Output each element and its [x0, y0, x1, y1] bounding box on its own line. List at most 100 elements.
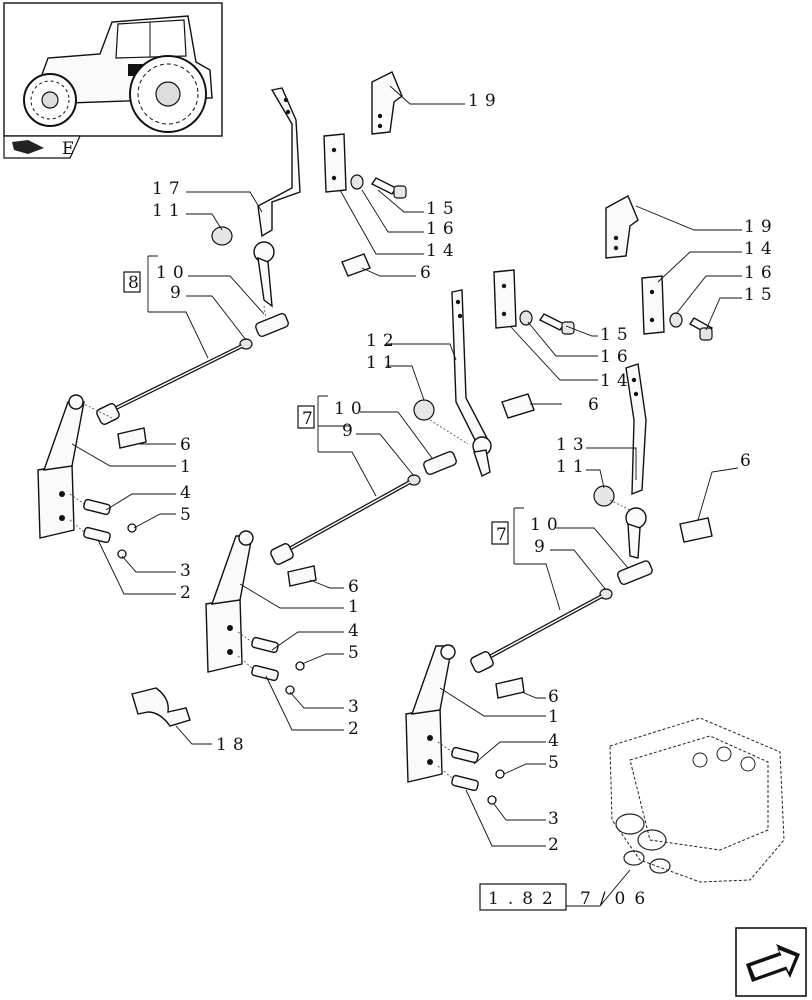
part-14-plate-a — [323, 133, 347, 193]
part-6-clip-b — [287, 565, 317, 587]
part-18-clamp — [131, 687, 191, 727]
part-19-bracket-a — [371, 71, 403, 135]
part-10-rod-end-c — [617, 560, 653, 585]
part-16-washer-b — [519, 310, 533, 326]
callout-9-a: 9 — [170, 283, 187, 303]
callout-3-c: 3 — [548, 809, 565, 829]
part-1-lever-c — [405, 707, 443, 783]
part-11-bushing-a — [211, 226, 233, 246]
callout-6-d: 6 — [588, 395, 605, 415]
callout-4-c: 4 — [548, 731, 565, 751]
callout-11-c: 11 — [556, 457, 590, 477]
next-page-button[interactable] — [735, 927, 807, 997]
part-1-lever-a — [37, 463, 75, 539]
reference-code[interactable]: 1.82 7/06 — [479, 883, 654, 911]
callout-16-c: 16 — [744, 263, 778, 283]
callout-5-c: 5 — [548, 753, 565, 773]
part-2-pin-a — [83, 526, 111, 544]
part-3-clip-b — [285, 685, 295, 695]
linkage-group-a — [37, 87, 301, 559]
part-19-bracket-b — [605, 195, 639, 259]
callout-11-b: 11 — [366, 353, 400, 373]
part-6-clip-d — [341, 253, 371, 277]
part-9-nut-c — [599, 588, 613, 600]
callout-3-a: 3 — [180, 561, 197, 581]
part-10-rod-end-b — [423, 451, 457, 475]
callout-11-a: 11 — [152, 201, 186, 221]
callout-13: 13 — [556, 435, 590, 455]
part-6-clip-f — [501, 393, 535, 419]
part-2-pin-c — [451, 774, 479, 792]
part-15-bolt-a — [393, 185, 407, 199]
callout-9-b: 9 — [342, 421, 359, 441]
book-icon — [12, 140, 44, 154]
callout-6-f: 6 — [548, 687, 565, 707]
callout-17: 17 — [152, 179, 186, 199]
part-10-rod-end-a — [255, 313, 289, 337]
nav-letter: E — [62, 139, 80, 159]
part-5-clip-c — [495, 769, 505, 779]
callout-14-a: 14 — [426, 241, 460, 261]
part-4-pin-a — [83, 498, 111, 516]
valve-block-illustration — [609, 717, 785, 883]
callout-6-b: 6 — [180, 435, 197, 455]
part-11-bushing-c — [593, 485, 615, 507]
callout-7-a: 7 — [302, 409, 319, 429]
callout-6-a: 6 — [420, 263, 437, 283]
part-6-clip-a — [117, 427, 147, 449]
part-6-clip-e — [679, 517, 713, 543]
part-12-lever — [451, 289, 489, 447]
part-4-pin-c — [451, 746, 479, 764]
callout-9-c: 9 — [534, 537, 551, 557]
part-17-lever — [257, 87, 301, 238]
callout-labels: 19 17 11 15 16 14 6 8 10 9 6 1 4 5 3 2 1… — [128, 91, 778, 855]
part-9-nut-a — [239, 338, 253, 350]
part-14-plate-b — [493, 269, 517, 329]
part-5-clip-b — [295, 661, 305, 671]
reference-code-right: 7/06 — [580, 889, 654, 909]
callout-2-c: 2 — [548, 835, 565, 855]
bracket-parts — [131, 71, 714, 727]
part-2-pin-b — [251, 664, 279, 682]
part-4-pin-b — [251, 636, 279, 654]
callout-19-a: 19 — [468, 91, 502, 111]
part-17-hub — [253, 241, 275, 263]
callout-8: 8 — [128, 273, 145, 293]
tractor-icon — [23, 15, 213, 133]
part-16-washer-c — [669, 312, 683, 328]
callout-4-a: 4 — [180, 483, 197, 503]
callout-10-c: 10 — [530, 515, 564, 535]
callout-15-b: 15 — [600, 325, 634, 345]
callout-6-c: 6 — [348, 577, 365, 597]
part-6-clip-c — [495, 677, 525, 699]
callout-2-a: 2 — [180, 583, 197, 603]
callout-3-b: 3 — [348, 697, 365, 717]
callout-1-c: 1 — [548, 707, 565, 727]
callout-10-a: 10 — [156, 263, 190, 283]
leader-lines — [71, 85, 742, 907]
linkage-group-c — [405, 363, 713, 805]
callout-19-b: 19 — [744, 217, 778, 237]
callout-7-b: 7 — [496, 525, 513, 545]
callout-16-a: 16 — [426, 219, 460, 239]
callout-18: 18 — [216, 735, 250, 755]
part-13-lever — [625, 363, 647, 496]
part-15-bolt-b — [561, 321, 575, 335]
callout-12: 12 — [366, 331, 400, 351]
part-9-nut-b — [407, 474, 421, 486]
callout-14-c: 14 — [744, 239, 778, 259]
callout-6-e: 6 — [740, 451, 757, 471]
reference-code-left: 1.82 — [488, 889, 562, 909]
callout-4-b: 4 — [348, 621, 365, 641]
callout-16-b: 16 — [600, 347, 634, 367]
part-5-clip-a — [127, 523, 137, 533]
book-nav-tab[interactable]: E — [3, 135, 81, 159]
callout-1-b: 1 — [348, 597, 365, 617]
tractor-thumbnail[interactable] — [3, 2, 223, 137]
callout-15-c: 15 — [744, 285, 778, 305]
part-3-clip-c — [487, 795, 497, 805]
callout-1-a: 1 — [180, 457, 197, 477]
callout-2-b: 2 — [348, 719, 365, 739]
callout-14-b: 14 — [600, 371, 634, 391]
